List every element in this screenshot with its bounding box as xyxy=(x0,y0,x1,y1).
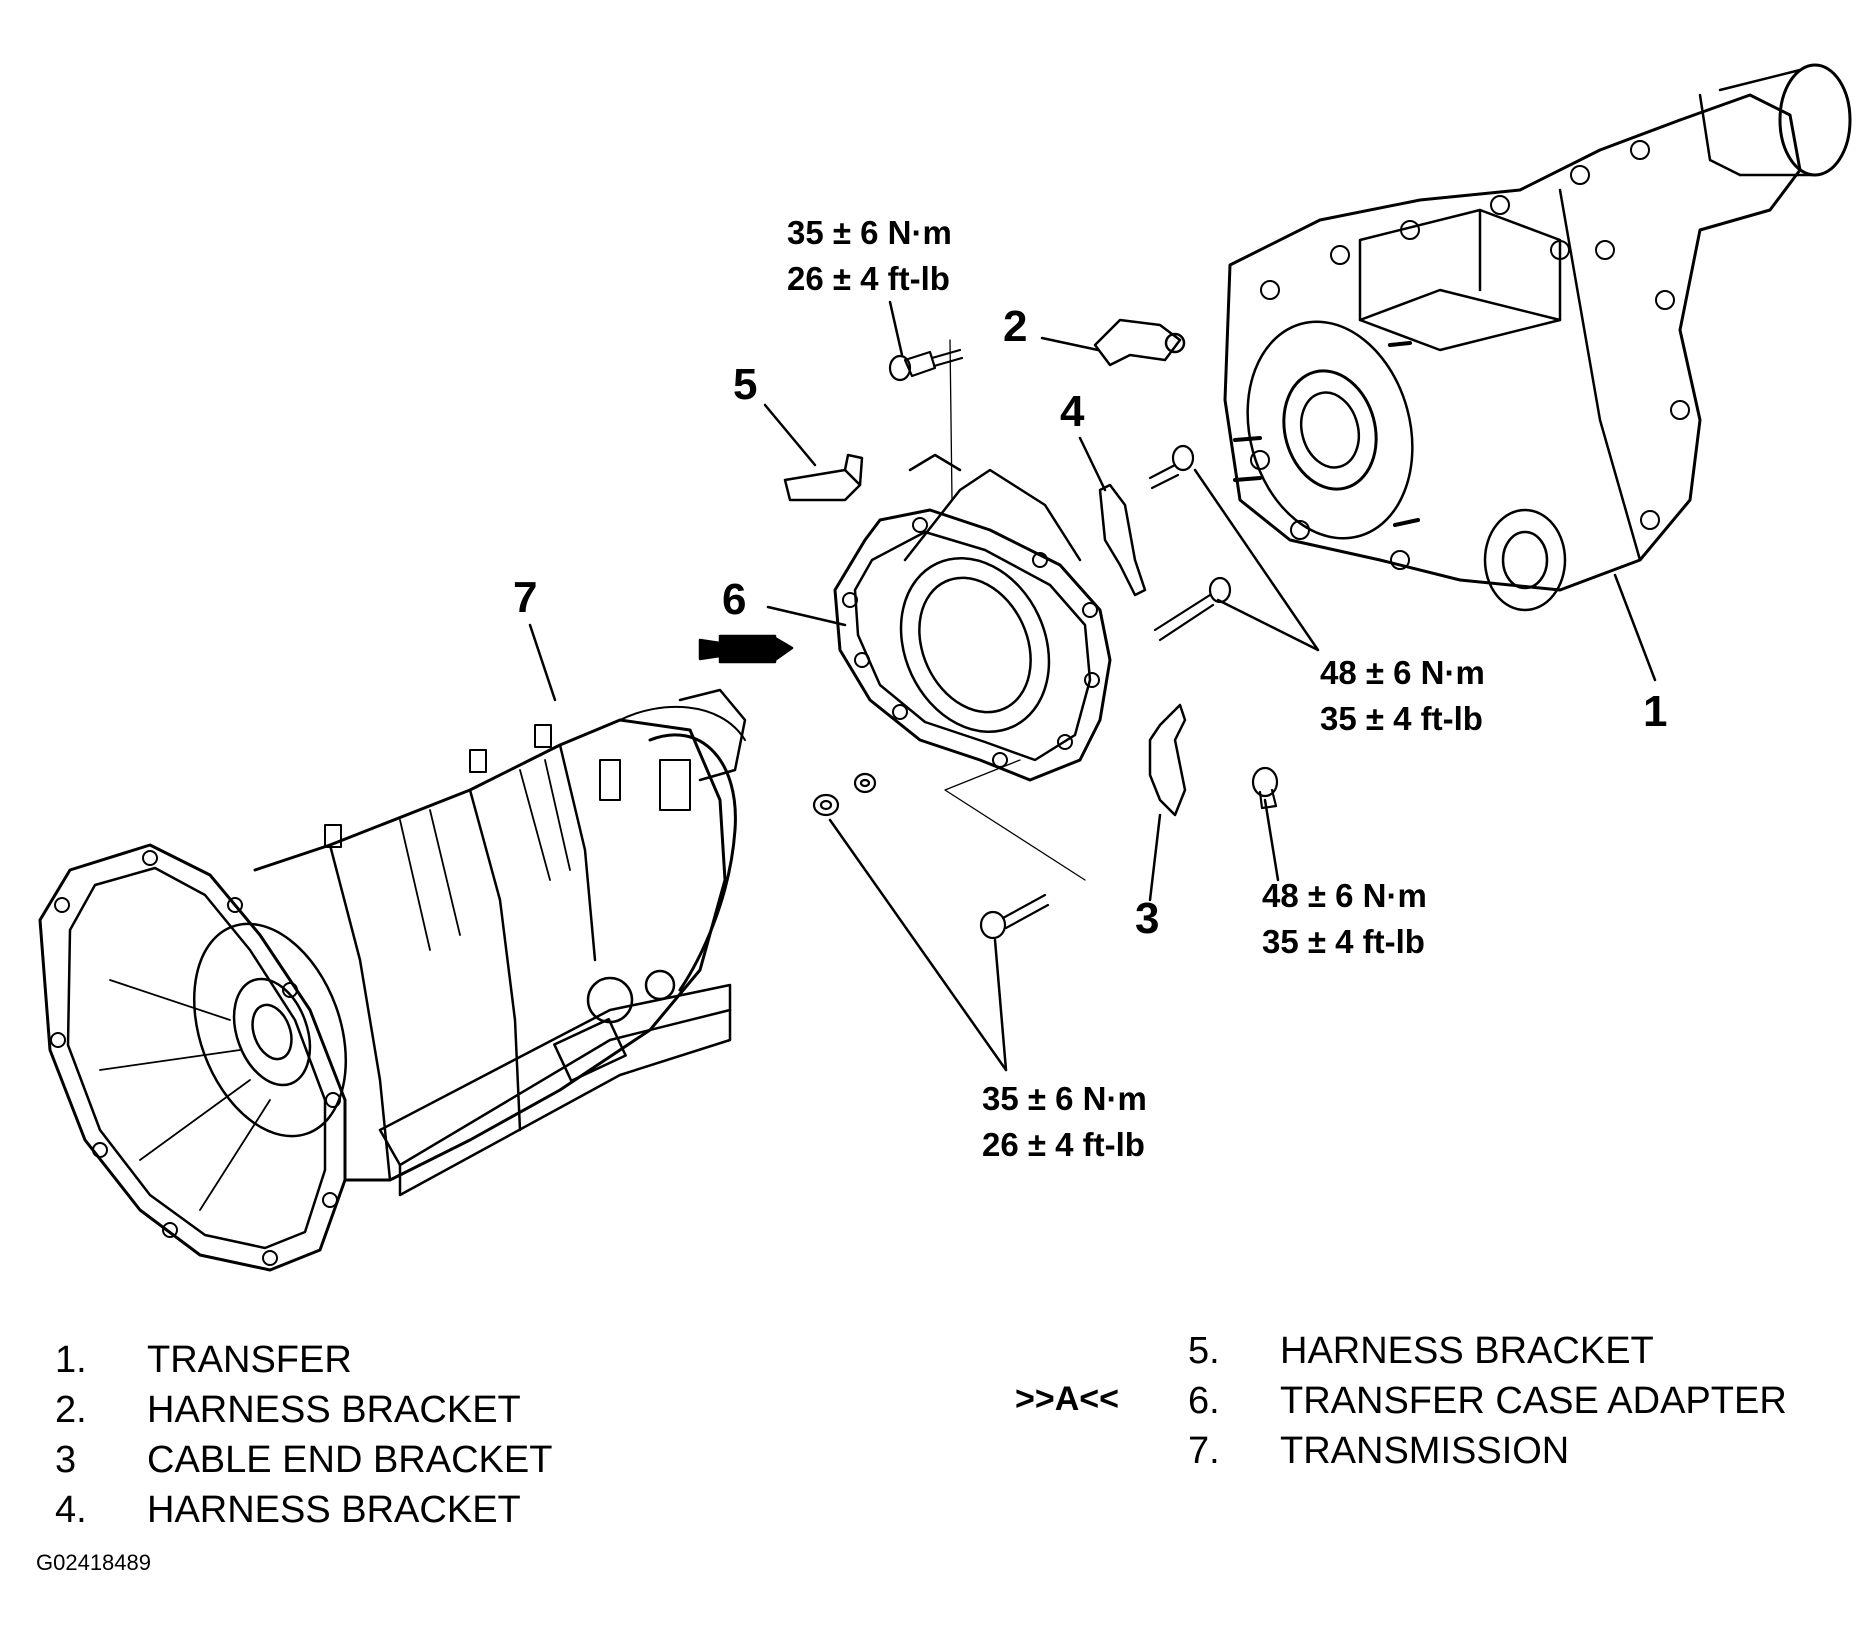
cable-end-bracket-3-drawing xyxy=(1148,703,1187,817)
legend-item: 1. TRANSFER xyxy=(55,1335,552,1385)
legend-number: 6. xyxy=(1188,1380,1220,1422)
torque-spec-lower-right: 48 ± 6 N·m 35 ± 4 ft-lb xyxy=(1262,873,1427,965)
legend-label: CABLE END BRACKET xyxy=(147,1439,553,1481)
callout-7: 7 xyxy=(513,573,538,622)
fasteners-drawing xyxy=(812,348,1279,940)
alignment-lines xyxy=(944,339,1086,881)
legend-label: TRANSFER CASE ADAPTER xyxy=(1280,1380,1787,1422)
torque-spec-right: 48 ± 6 N·m 35 ± 4 ft-lb xyxy=(1320,650,1485,742)
torque-ftlb: 35 ± 4 ft-lb xyxy=(1320,700,1483,737)
harness-bracket-4-drawing xyxy=(1098,483,1147,597)
callout-1: 1 xyxy=(1643,687,1668,736)
legend-number: 1. xyxy=(55,1339,87,1381)
legend-number: 5. xyxy=(1188,1330,1220,1372)
legend-label: TRANSFER xyxy=(147,1339,352,1381)
transfer-case-adapter-drawing xyxy=(698,453,1112,782)
torque-ftlb: 26 ± 4 ft-lb xyxy=(982,1126,1145,1163)
callout-5: 5 xyxy=(733,360,758,409)
harness-bracket-2-drawing xyxy=(1093,318,1186,367)
legend-item: 5. HARNESS BRACKET xyxy=(1188,1326,1787,1376)
torque-ftlb: 35 ± 4 ft-lb xyxy=(1262,923,1425,960)
legend-item: 6. TRANSFER CASE ADAPTER xyxy=(1188,1376,1787,1426)
callout-6: 6 xyxy=(722,575,747,624)
torque-nm: 35 ± 6 N·m xyxy=(787,214,952,251)
legend-number: 3 xyxy=(55,1439,77,1481)
torque-spec-top: 35 ± 6 N·m 26 ± 4 ft-lb xyxy=(787,210,952,302)
legend-number: 7. xyxy=(1188,1430,1220,1472)
legend-item: 4. HARNESS BRACKET xyxy=(55,1485,552,1535)
legend-number: 4. xyxy=(55,1489,87,1531)
figure-id: G02418489 xyxy=(36,1550,151,1575)
callout-2: 2 xyxy=(1003,302,1028,351)
legend-right: 5. HARNESS BRACKET 6. TRANSFER CASE ADAPTE… xyxy=(1188,1326,1787,1476)
torque-spec-bottom: 35 ± 6 N·m 26 ± 4 ft-lb xyxy=(982,1076,1147,1168)
torque-nm: 48 ± 6 N·m xyxy=(1262,877,1427,914)
torque-nm: 35 ± 6 N·m xyxy=(982,1080,1147,1117)
legend-label: TRANSMISSION xyxy=(1280,1430,1570,1472)
harness-bracket-5-drawing xyxy=(783,453,864,502)
torque-nm: 48 ± 6 N·m xyxy=(1320,654,1485,691)
torque-ftlb: 26 ± 4 ft-lb xyxy=(787,260,950,297)
callout-3: 3 xyxy=(1135,894,1160,943)
legend-label: HARNESS BRACKET xyxy=(147,1389,521,1431)
procedure-note: >>A<< xyxy=(1015,1380,1119,1418)
transmission-drawing xyxy=(38,688,747,1272)
legend-number: 2. xyxy=(55,1389,87,1431)
transfer-drawing xyxy=(1223,63,1852,612)
legend-item: 7. TRANSMISSION xyxy=(1188,1426,1787,1476)
legend-label: HARNESS BRACKET xyxy=(147,1489,521,1531)
legend-label: HARNESS BRACKET xyxy=(1280,1330,1654,1372)
legend-item: 3 CABLE END BRACKET xyxy=(55,1435,552,1485)
leader-lines xyxy=(528,300,1657,1072)
legend-item: 2. HARNESS BRACKET xyxy=(55,1385,552,1435)
callout-4: 4 xyxy=(1060,387,1085,436)
legend-left: 1. TRANSFER 2. HARNESS BRACKET 3 CABLE END … xyxy=(55,1335,552,1535)
